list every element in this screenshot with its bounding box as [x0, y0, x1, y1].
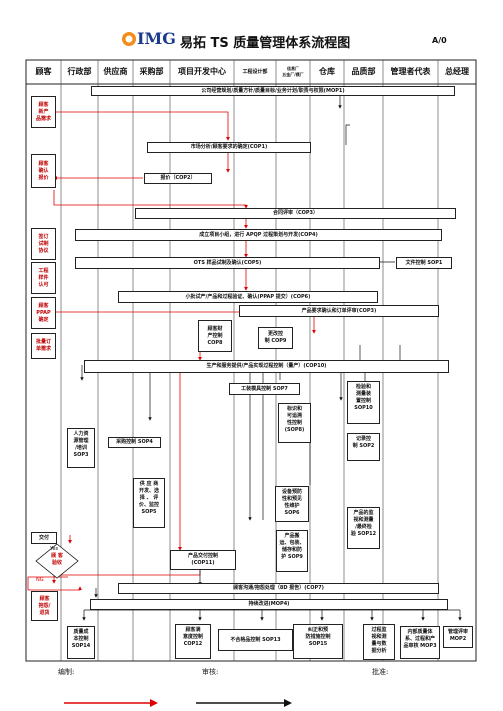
box-cop9[interactable]: 更改控 制 COP9: [258, 327, 293, 349]
box-sop14[interactable]: 质量成 本控制 SOP14: [67, 626, 95, 659]
box-mop3[interactable]: 内部质量体 系、过程和产 品审核 MOP3: [400, 626, 440, 659]
col-project-center: 项目开发中心: [178, 67, 226, 76]
box-sop10[interactable]: 检验和 测量装 置控制 SOP10: [347, 381, 380, 424]
customer-accept-diamond: [35, 543, 79, 579]
box-mop1[interactable]: 公司经营规划/质量方针/质量目标/业务计划/职责与权限(MOP1): [91, 86, 455, 96]
box-mop2[interactable]: 管理评审 MOP2: [443, 626, 473, 648]
box-sop8[interactable]: 标识和 可追溯 性控制 (SOP8): [278, 403, 311, 443]
box-cop8[interactable]: 顾客财 产控制 COP8: [198, 320, 232, 352]
box-sop2[interactable]: 记录控 制 SOP2: [347, 433, 380, 461]
box-sop12[interactable]: 产品的监 视和测量 /最终检 验 SOP12: [347, 507, 380, 549]
box-cop4[interactable]: 成立项目小组，进行 APQP 过程策划与开发(COP4): [75, 229, 442, 241]
customer-accept-text[interactable]: 顾 客 验收: [51, 553, 63, 566]
box-bulk-order[interactable]: 批量订 单需求: [31, 333, 56, 359]
box-eng-approval[interactable]: 工程 样件 认可: [31, 262, 56, 294]
col-customer: 顾客: [35, 67, 52, 76]
box-cop7[interactable]: 顾客沟通/抱怨处理（8D 报告）(COP7): [118, 583, 439, 594]
label-ng: NG: [36, 577, 44, 583]
logo-mark-icon: [122, 32, 136, 46]
box-cop5[interactable]: OTS 样品试制及确认(COP5): [75, 257, 380, 269]
footer-prepared: 编制:: [58, 668, 75, 676]
box-sign-agreement[interactable]: 签订 试制 协议: [31, 228, 56, 260]
col-factory: 佳易厂 五金厂/模厂: [282, 66, 304, 77]
box-new-product-req[interactable]: 顾客 新产 品需求: [31, 96, 56, 128]
box-cop2[interactable]: 报价（COP2）: [144, 173, 212, 184]
box-sop9[interactable]: 产品搬 运、包装、 储存和防 护 SOP9: [276, 530, 308, 572]
box-cop3[interactable]: 合同评审（COP3）: [135, 208, 456, 219]
box-sop15[interactable]: 纠正和预 防措施控制 SOP15: [293, 624, 343, 659]
box-process-audit[interactable]: 过程监 视和测 量与数 据分析: [363, 624, 395, 660]
col-purchasing: 采购部: [139, 67, 164, 76]
box-sop1[interactable]: 文件控制 SOP1: [396, 257, 452, 269]
box-sop4[interactable]: 采购控制 SOP4: [108, 437, 161, 448]
box-cop1[interactable]: 市场分析/顾客要求的确定(COP1): [147, 142, 311, 153]
col-mgmt-rep: 管理者代表: [390, 67, 431, 76]
col-warehouse: 仓库: [319, 67, 335, 76]
footer-approved: 批准:: [372, 668, 389, 676]
box-confirm-quote[interactable]: 顾客 确认 报价: [31, 154, 56, 188]
col-supplier: 供应商: [103, 67, 128, 76]
box-delivery[interactable]: 交付: [31, 532, 57, 544]
box-cop11[interactable]: 产品交付控制 (COP11): [170, 550, 236, 570]
page-title: 易拓 TS 质量管理体系流程图: [180, 36, 351, 51]
box-mop4[interactable]: 持续改进(MOP4): [90, 599, 448, 610]
box-cop6[interactable]: 小批试产/产品和过程验证、确认(PPAP 提交）(COP6): [118, 291, 378, 303]
box-sop7[interactable]: 工装模具控制 SOP7: [229, 383, 300, 395]
logo-text: IMG: [137, 29, 176, 48]
logo: IMG: [120, 28, 178, 50]
box-cop12[interactable]: 顾客满 意度控制 COP12: [175, 624, 211, 659]
box-sop3[interactable]: 人力资 源管理 /培训 SOP3: [67, 428, 95, 468]
box-cop10[interactable]: 生产和服务提供/产品实现过程控制（量产）(COP10): [84, 360, 449, 373]
footer-reviewed: 审核:: [202, 668, 219, 676]
box-cop3b[interactable]: 产品要求确认和订单评审(COP3): [239, 305, 439, 317]
col-gm: 总经理: [445, 67, 469, 76]
box-sop5[interactable]: 供 应 商 开发、选 择 、 评 价、监控 SOP5: [133, 478, 165, 528]
col-quality: 品质部: [351, 67, 376, 76]
box-sop13[interactable]: 不合格品控制 SOP13: [218, 629, 293, 651]
col-admin: 行政部: [67, 67, 92, 76]
label-yes: Yes: [50, 546, 59, 552]
box-sop6[interactable]: 设备预防 性和预见 性维护 SOP6: [275, 486, 309, 522]
doc-version: A/0: [432, 36, 447, 45]
box-complaint[interactable]: 顾客 抱怨/ 退货: [31, 591, 58, 621]
box-ppap-approval[interactable]: 顾客 PPAP 确定: [31, 297, 56, 329]
col-engineering: 工程设计部: [242, 69, 268, 75]
